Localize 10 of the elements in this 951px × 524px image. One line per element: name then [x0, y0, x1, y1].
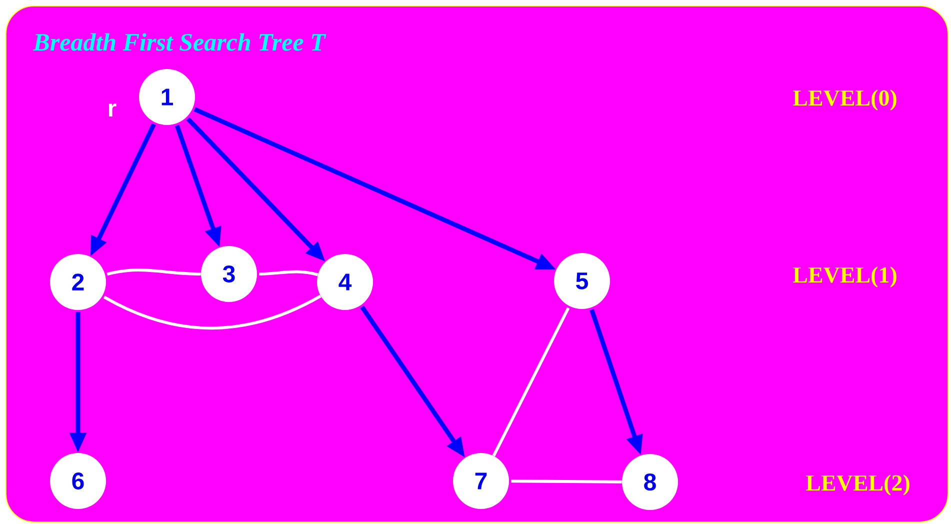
connector-line: [259, 270, 318, 276]
title: Breadth First Search Tree T: [32, 33, 326, 51]
root-label: r: [108, 104, 116, 116]
connector-line: [103, 294, 322, 330]
level-label: LEVEL(2): [806, 474, 910, 496]
connector-line: [106, 268, 201, 276]
connector-line: [492, 307, 570, 456]
level-label: LEVEL(1): [793, 266, 896, 288]
level-label: LEVEL(0): [793, 90, 896, 110]
connector-line: [511, 480, 622, 484]
